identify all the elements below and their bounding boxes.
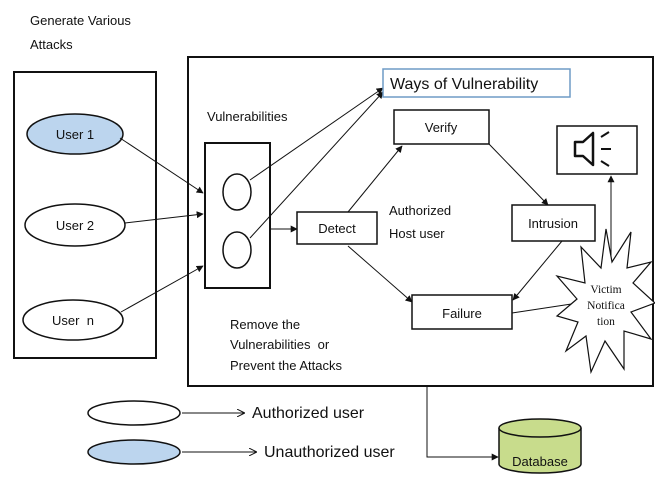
arrow-detect-failure (347, 245, 413, 303)
title-line-2: Attacks (30, 37, 73, 52)
vulnerability-hole-2 (222, 231, 252, 269)
arrow-intrusion-failure (512, 240, 563, 301)
intrusion-label: Intrusion (528, 216, 578, 231)
ways-of-vulnerability-label: Ways of Vulnerability (390, 76, 538, 93)
legend-unauthorized-swatch (87, 439, 181, 465)
authorized-host-line-1: Authorized (389, 203, 451, 218)
user-n-label: User n (52, 313, 94, 328)
user-n-node (22, 299, 124, 341)
vulnerabilities-block (204, 142, 271, 289)
legend-authorized-label: Authorized user (252, 405, 365, 422)
title-line-1: Generate Various (30, 13, 131, 28)
verify-label: Verify (425, 120, 458, 135)
user-2-label: User 2 (56, 218, 94, 233)
remove-line-2: Vulnerabilities or (230, 337, 330, 352)
arrow-user2-vuln (124, 211, 204, 224)
database-cylinder (498, 418, 582, 474)
arrow-system-database (426, 386, 499, 461)
remove-line-1: Remove the (230, 317, 300, 332)
arrow-usern-vuln (120, 265, 204, 313)
database-label: Database (512, 454, 568, 469)
failure-box (411, 294, 513, 330)
legend-unauthorized-label: Unauthorized user (264, 444, 395, 461)
authorized-host-line-2: Host user (389, 226, 445, 241)
user-2-node (24, 203, 126, 247)
detect-box (296, 211, 378, 245)
arrow-hole2-ways (249, 91, 384, 239)
ways-of-vulnerability-box (382, 68, 571, 98)
vulnerabilities-label: Vulnerabilities (207, 109, 288, 124)
arrow-detect-verify (347, 145, 403, 213)
user-1-label: User 1 (56, 127, 94, 142)
arrow-hole1-ways (249, 87, 384, 181)
arrow-verify-intrusion (488, 143, 549, 206)
detect-label: Detect (318, 221, 356, 236)
victim-notification-burst (555, 228, 655, 375)
victim-line-3: tion (597, 316, 615, 328)
vulnerability-hole-1 (222, 173, 252, 211)
intrusion-box (511, 204, 596, 242)
user-1-node (26, 113, 124, 155)
failure-label: Failure (442, 306, 482, 321)
speaker-box (556, 125, 638, 175)
verify-box (393, 109, 490, 145)
line-failure-victim (511, 302, 579, 314)
legend-authorized-swatch (87, 400, 181, 426)
victim-line-2: Notifica (587, 300, 625, 312)
victim-line-1: Victim (590, 284, 621, 296)
arrow-user1-vuln (119, 137, 204, 194)
speaker-icon (573, 131, 611, 167)
remove-line-3: Prevent the Attacks (230, 358, 343, 373)
